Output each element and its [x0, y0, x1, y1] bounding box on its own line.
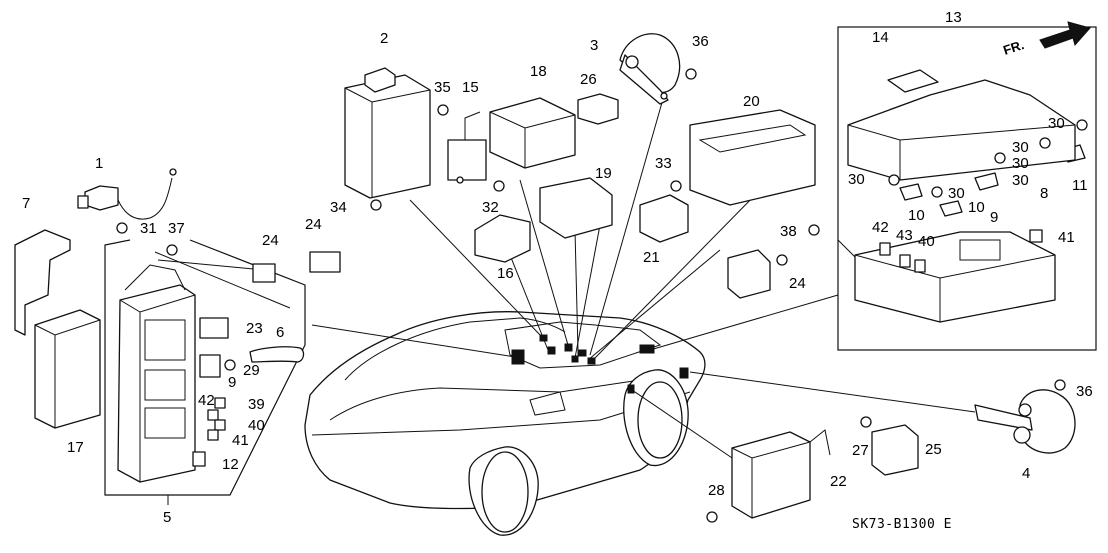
callout-30b: 30	[1012, 139, 1029, 156]
callout-34: 34	[330, 199, 347, 216]
part-12-fuse	[192, 451, 206, 467]
callout-8: 8	[1040, 185, 1048, 202]
callout-30d: 30	[1012, 155, 1029, 172]
callout-9b: 9	[990, 209, 998, 226]
callout-41b: 41	[1058, 229, 1075, 246]
callout-12: 12	[222, 456, 239, 473]
callout-38: 38	[780, 223, 797, 240]
front-indicator-label: FR.	[1001, 37, 1026, 58]
callout-2: 2	[380, 30, 388, 47]
part-9-relay	[199, 354, 221, 378]
part-21-relay	[639, 194, 689, 243]
callout-labels: 1 2 3 4 5 6 7 8 9 9 10 10 11 12 13 14 15…	[22, 9, 1093, 526]
callout-24b: 24	[305, 216, 322, 233]
leader-lines	[154, 91, 976, 463]
callout-31: 31	[140, 220, 157, 237]
callout-4: 4	[1022, 465, 1030, 482]
part-17-cover	[34, 309, 101, 429]
callout-10a: 10	[908, 207, 925, 224]
callout-1: 1	[95, 155, 103, 172]
callout-42b: 42	[872, 219, 889, 236]
callout-19: 19	[595, 165, 612, 182]
part-25-relay	[871, 424, 919, 476]
callout-5: 5	[163, 509, 171, 526]
callout-30e: 30	[948, 185, 965, 202]
callout-16: 16	[497, 265, 514, 282]
callout-15: 15	[462, 79, 479, 96]
part-3-horn	[619, 33, 681, 105]
under-hood-box-group-frame	[837, 26, 1097, 351]
part-22-control-unit	[731, 429, 831, 519]
part-15-relay	[447, 111, 487, 184]
fasteners	[116, 68, 1088, 523]
part-1-connector	[77, 168, 177, 220]
part-23-relay	[199, 317, 229, 339]
part-10-clip-a	[899, 183, 923, 201]
callout-41a: 41	[232, 432, 249, 449]
reference-code: SK73-B1300 E	[852, 517, 952, 532]
car-body-outline	[304, 311, 706, 536]
callout-14: 14	[872, 29, 889, 46]
callout-36a: 36	[692, 33, 709, 50]
callout-25: 25	[925, 441, 942, 458]
part-2-control-unit	[344, 67, 431, 199]
callout-10b: 10	[968, 199, 985, 216]
fuses	[207, 229, 1043, 441]
callout-40a: 40	[248, 417, 265, 434]
callout-3: 3	[590, 37, 598, 54]
callout-28: 28	[708, 482, 725, 499]
part-20-panel	[689, 109, 816, 206]
part-9-clip-a	[974, 172, 999, 191]
callout-22: 22	[830, 473, 847, 490]
part-19-module	[539, 177, 613, 239]
callout-42a: 42	[198, 392, 215, 409]
callout-23: 23	[246, 320, 263, 337]
callout-21: 21	[643, 249, 660, 266]
callout-30a: 30	[1048, 115, 1065, 132]
callout-32: 32	[482, 199, 499, 216]
callout-13: 13	[945, 9, 962, 26]
part-24-relay-c	[727, 249, 771, 299]
part-24-relay-b	[309, 251, 341, 273]
part-26-connector	[577, 93, 619, 125]
fuse-box-group-bracket	[104, 239, 306, 496]
callout-17: 17	[67, 439, 84, 456]
callout-27: 27	[852, 442, 869, 459]
callout-40b: 40	[918, 233, 935, 250]
callout-24a: 24	[262, 232, 279, 249]
callout-36b: 36	[1076, 383, 1093, 400]
callout-26: 26	[580, 71, 597, 88]
callout-29: 29	[243, 362, 260, 379]
callout-6: 6	[276, 324, 284, 341]
callout-9a: 9	[228, 374, 236, 391]
part-5-fuse-box	[117, 264, 196, 483]
front-arrow-icon	[1039, 21, 1091, 49]
part-24-relay-a	[252, 263, 276, 283]
part-14-label	[887, 69, 939, 93]
callout-43: 43	[896, 227, 913, 244]
part-6-strap	[249, 346, 305, 363]
part-16-relay	[474, 214, 531, 263]
part-10-clip-b	[939, 200, 963, 217]
callout-24c: 24	[789, 275, 806, 292]
part-18-module	[489, 97, 576, 169]
callout-18: 18	[530, 63, 547, 80]
callout-33: 33	[655, 155, 672, 172]
callout-11: 11	[1072, 177, 1088, 194]
part-4-horn	[974, 389, 1076, 454]
callout-30f: 30	[848, 171, 865, 188]
callout-30c: 30	[1012, 172, 1029, 189]
callout-20: 20	[743, 93, 760, 110]
callout-39: 39	[248, 396, 265, 413]
callout-37: 37	[168, 220, 185, 237]
callout-35: 35	[434, 79, 451, 96]
callout-7: 7	[22, 195, 30, 212]
part-7-cover	[14, 229, 71, 336]
